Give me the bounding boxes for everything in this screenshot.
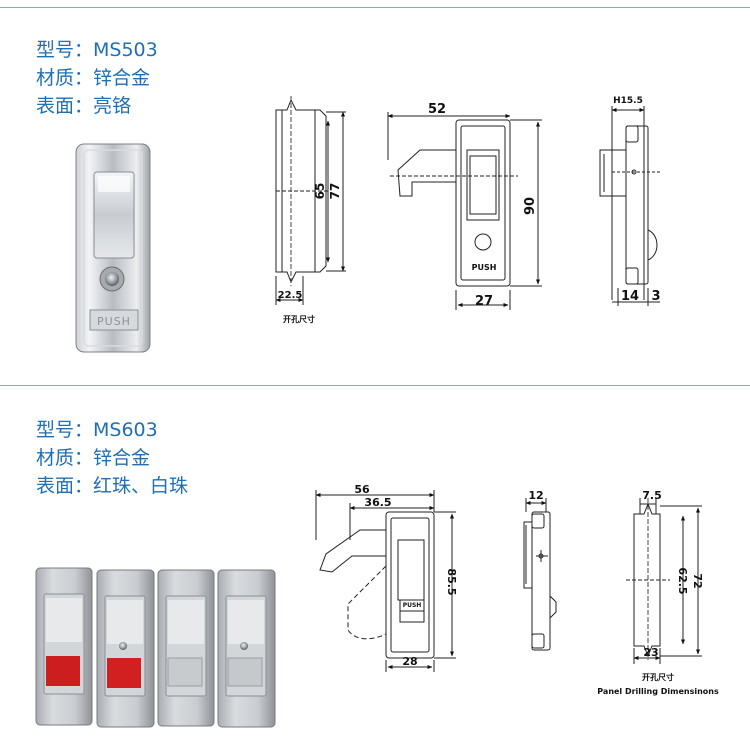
ms603-front-badge: PUSH	[403, 602, 422, 609]
ms603-cutout-drawing	[626, 498, 702, 664]
spec-finish: 表面：亮铬	[36, 95, 132, 117]
ms503-photo: PUSH	[75, 143, 151, 353]
spec-block-ms503: 型号：MS503 材质：锌合金 表面：亮铬	[36, 36, 158, 120]
dim-23: 23	[643, 646, 658, 659]
dim-62-5: 62.5	[676, 567, 689, 594]
dim-72: 72	[691, 573, 704, 588]
dim-77: 77	[328, 183, 342, 200]
dim-12: 12	[528, 489, 543, 502]
ms603-photo-red-2	[96, 569, 155, 728]
dim-7-5: 7.5	[642, 489, 662, 502]
ms503-front-drawing	[387, 112, 542, 310]
spec-material: 材质：锌合金	[36, 67, 151, 89]
dim-14: 14	[621, 289, 639, 304]
spec-model: 型号：MS603	[36, 419, 158, 441]
ms603-profile-drawing	[523, 498, 557, 651]
dim-36-5: 36.5	[364, 496, 391, 509]
dim-56: 56	[354, 483, 370, 496]
dim-52: 52	[428, 102, 446, 117]
ms603-front-drawing	[315, 490, 456, 672]
ms603-photo-red-1	[35, 567, 93, 726]
dim-22-5: 22.5	[278, 290, 303, 301]
top-divider	[0, 7, 750, 8]
dim-85-5: 85.5	[445, 568, 458, 595]
spec-block-ms603: 型号：MS603 材质：锌合金 表面：红珠、白珠	[36, 416, 188, 500]
spec-model: 型号：MS503	[36, 39, 158, 61]
cutout-note-cn: 开孔尺寸	[642, 672, 674, 682]
dim-27: 27	[475, 294, 493, 309]
ms603-photo-white-2	[217, 569, 276, 728]
dim-90: 90	[523, 197, 538, 215]
ms503-profile-drawing	[599, 106, 660, 306]
dim-65: 65	[313, 183, 327, 200]
ms603-photo-white-1	[157, 569, 215, 727]
ms503-side-drawing	[275, 96, 346, 305]
cutout-note: 开孔尺寸	[283, 314, 315, 324]
dim-h15-5: H15.5	[613, 96, 643, 106]
section-divider	[0, 385, 750, 386]
dim-28: 28	[402, 655, 417, 668]
spec-material: 材质：锌合金	[36, 447, 151, 469]
cutout-note-en: Panel Drilling Dimensinons	[597, 687, 719, 696]
ms503-photo-badge: PUSH	[97, 315, 131, 328]
spec-finish: 表面：红珠、白珠	[36, 475, 189, 497]
ms503-front-badge: PUSH	[472, 263, 497, 272]
dim-3: 3	[651, 289, 660, 304]
